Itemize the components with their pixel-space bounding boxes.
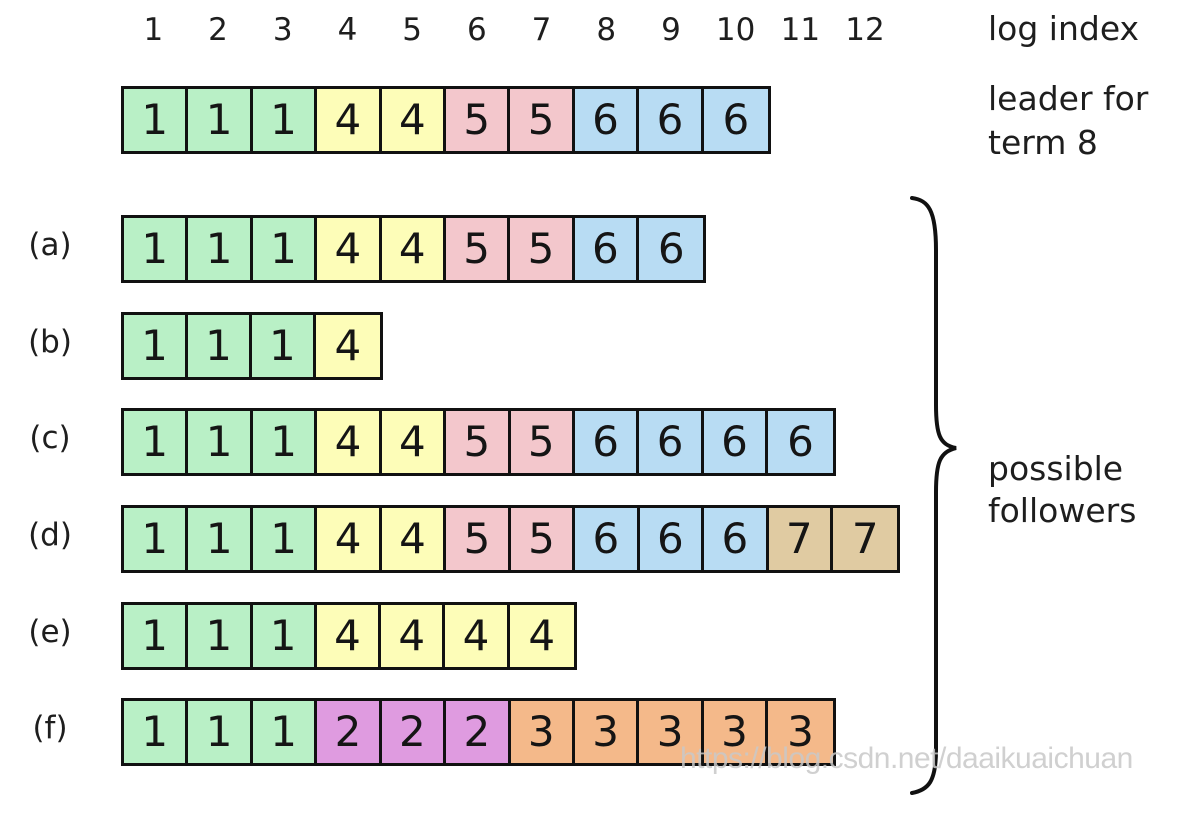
log-entry-term-1: 1 — [251, 315, 316, 377]
log-entry-term-6: 6 — [768, 411, 833, 473]
log-entry-term-6: 6 — [639, 89, 704, 151]
watermark: https://blog.csdn.net/daaikuaichuan — [680, 742, 1133, 775]
follower-label: (d) — [28, 517, 72, 553]
log-entry-term-1: 1 — [188, 218, 253, 280]
log-entry-term-4: 4 — [315, 315, 380, 377]
log-entry-term-1: 1 — [124, 508, 189, 570]
log-entry-term-6: 6 — [574, 218, 639, 280]
log-index-3: 3 — [272, 12, 293, 48]
log-entry-term-5: 5 — [510, 508, 576, 570]
log-entry-term-2: 2 — [381, 701, 447, 763]
log-entry-term-3: 3 — [510, 701, 575, 763]
log-entry-term-1: 1 — [188, 411, 253, 473]
followers-label-line2: followers — [988, 491, 1137, 530]
log-entry-term-4: 4 — [381, 605, 446, 667]
log-entry-term-6: 6 — [639, 218, 704, 280]
log-entry-term-1: 1 — [188, 701, 253, 763]
log-entry-term-1: 1 — [188, 605, 253, 667]
log-entry-term-4: 4 — [317, 411, 382, 473]
log-entry-term-4: 4 — [317, 508, 382, 570]
log-index-6: 6 — [466, 12, 487, 48]
log-entry-term-1: 1 — [124, 605, 189, 667]
log-entry-term-7: 7 — [832, 508, 898, 570]
log-entry-term-5: 5 — [446, 411, 511, 473]
log-entry-term-1: 1 — [252, 411, 318, 473]
log-entry-term-4: 4 — [317, 218, 382, 280]
log-index-5: 5 — [402, 12, 422, 48]
log-entry-term-2: 2 — [446, 701, 511, 763]
followers-label-line1: possible — [988, 449, 1124, 488]
log-entry-term-6: 6 — [639, 411, 704, 473]
log-entry-term-1: 1 — [124, 315, 188, 377]
log-entry-term-7: 7 — [768, 508, 833, 570]
log-entry-term-2: 2 — [317, 701, 382, 763]
follower-label: (a) — [28, 227, 72, 263]
log-entry-term-4: 4 — [509, 605, 574, 667]
log-entry-term-1: 1 — [252, 218, 318, 280]
log-entry-term-4: 4 — [381, 411, 447, 473]
log-entry-term-5: 5 — [446, 89, 511, 151]
log-index-label: log index — [988, 9, 1140, 48]
log-entry-term-5: 5 — [510, 218, 575, 280]
log-entry-term-1: 1 — [252, 508, 318, 570]
log-entry-term-3: 3 — [639, 701, 704, 763]
log-index-2: 2 — [208, 12, 228, 48]
log-entry-term-1: 1 — [252, 701, 318, 763]
curly-brace-icon — [910, 196, 957, 795]
follower-label: (c) — [29, 420, 71, 456]
log-entry-term-1: 1 — [252, 89, 318, 151]
log-entry-term-4: 4 — [316, 605, 382, 667]
log-entry-term-6: 6 — [575, 508, 640, 570]
log-entry-term-5: 5 — [510, 411, 575, 473]
log-entry-term-1: 1 — [124, 411, 189, 473]
log-index-12: 12 — [845, 12, 885, 48]
log-index-10: 10 — [715, 12, 756, 48]
log-entry-term-3: 3 — [574, 701, 640, 763]
log-index-7: 7 — [531, 12, 552, 48]
log-entry-term-5: 5 — [445, 218, 511, 280]
log-entry-term-4: 4 — [381, 508, 447, 570]
log-entry-term-1: 1 — [187, 315, 252, 377]
log-entry-term-4: 4 — [317, 89, 382, 151]
log-entry-term-6: 6 — [704, 508, 769, 570]
follower-label: (f) — [32, 710, 68, 746]
log-entry-term-5: 5 — [446, 508, 511, 570]
log-index-8: 8 — [596, 12, 617, 48]
log-entry-term-6: 6 — [639, 508, 705, 570]
log-entry-term-1: 1 — [188, 508, 253, 570]
log-entry-term-1: 1 — [124, 218, 189, 280]
log-index-1: 1 — [143, 12, 164, 48]
log-index-11: 11 — [780, 12, 821, 48]
log-entry-term-4: 4 — [381, 218, 446, 280]
log-entry-term-3: 3 — [703, 701, 769, 763]
log-index-4: 4 — [337, 12, 358, 48]
log-index-9: 9 — [661, 12, 681, 48]
leader-label-line1: leader for — [988, 79, 1149, 118]
log-entry-term-6: 6 — [703, 411, 769, 473]
leader-label-line2: term 8 — [988, 123, 1098, 162]
log-entry-term-6: 6 — [703, 89, 769, 151]
log-entry-term-1: 1 — [252, 605, 317, 667]
follower-label: (b) — [28, 324, 72, 360]
log-entry-term-6: 6 — [574, 89, 640, 151]
log-entry-term-1: 1 — [124, 89, 189, 151]
log-entry-term-4: 4 — [445, 605, 510, 667]
log-entry-term-3: 3 — [768, 701, 833, 763]
log-entry-term-5: 5 — [510, 89, 575, 151]
follower-label: (e) — [28, 614, 72, 650]
log-entry-term-4: 4 — [381, 89, 447, 151]
log-entry-term-1: 1 — [188, 89, 253, 151]
log-entry-term-1: 1 — [124, 701, 189, 763]
log-entry-term-6: 6 — [574, 411, 640, 473]
